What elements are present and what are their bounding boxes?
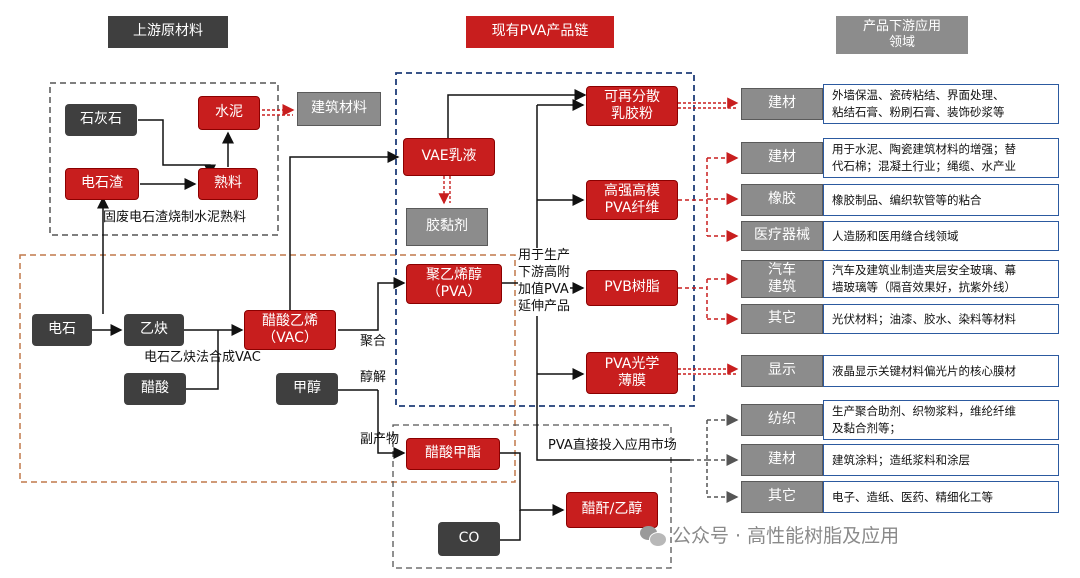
app-field: 其它 [741, 304, 823, 334]
node-anhydride-ethanol: 醋酐/乙醇 [566, 492, 658, 528]
node-co: CO [438, 522, 500, 556]
node-cement: 水泥 [198, 96, 260, 130]
app-field: 建材 [741, 444, 823, 476]
app-field: 医疗器械 [741, 221, 823, 251]
app-description: 橡胶制品、编织软管等的粘合 [823, 184, 1059, 216]
node-methanol: 甲醇 [276, 373, 338, 405]
node-clinker: 熟料 [198, 168, 258, 200]
app-description: 光伏材料；油漆、胶水、染料等材料 [823, 304, 1059, 334]
label-cement-clinker: 固废电石渣烧制水泥熟料 [103, 210, 247, 225]
node-pva-optical-film: PVA光学 薄膜 [586, 352, 678, 394]
node-adhesive: 胶黏剂 [406, 208, 488, 246]
app-description: 液晶显示关键材料偏光片的核心膜材 [823, 355, 1059, 387]
label-vac-synthesis: 电石乙炔法合成VAC [144, 350, 261, 365]
app-description: 用于水泥、陶瓷建筑材料的增强；替 代石棉；混凝土行业；绳缆、水产业 [823, 138, 1059, 178]
app-field: 建材 [741, 88, 823, 120]
byproduct-region-frame [392, 424, 672, 569]
wechat-icon [640, 524, 667, 547]
app-description: 生产聚合助剂、织物浆料，维纶纤维 及黏合剂等； [823, 400, 1059, 440]
node-methyl-acetate: 醋酸甲酯 [406, 438, 500, 470]
node-acetylene: 乙炔 [124, 314, 184, 346]
label-polymerization: 聚合 [360, 334, 387, 349]
node-pvb-resin: PVB树脂 [586, 270, 678, 306]
label-downstream-use: 用于生产 下游高附 加值PVA 延伸产品 [518, 248, 571, 316]
label-alcoholysis: 醇解 [360, 370, 387, 385]
node-vae-emulsion: VAE乳液 [403, 138, 495, 176]
header-downstream: 产品下游应用 领域 [836, 16, 968, 54]
app-field: 纺织 [741, 404, 823, 436]
app-field: 显示 [741, 355, 823, 387]
node-limestone: 石灰石 [65, 104, 137, 136]
vac-region-frame [19, 254, 516, 483]
watermark-text: 公众号 · 高性能树脂及应用 [672, 525, 900, 547]
label-direct-market: PVA直接投入应用市场 [548, 438, 677, 455]
node-pva: 聚乙烯醇 （PVA） [406, 264, 502, 304]
header-pva-chain: 现有PVA产品链 [466, 16, 614, 48]
app-description: 外墙保温、瓷砖粘结、界面处理、 粘结石膏、粉刷石膏、装饰砂浆等 [823, 84, 1059, 124]
pva-chain-frame [395, 72, 695, 407]
app-description: 电子、造纸、医药、精细化工等 [823, 481, 1059, 513]
label-byproduct: 副产物 [360, 432, 400, 447]
header-upstream: 上游原材料 [108, 16, 228, 48]
node-vac: 醋酸乙烯 （VAC） [244, 310, 336, 350]
node-building-materials: 建筑材料 [297, 92, 381, 126]
app-field: 汽车 建筑 [741, 260, 823, 298]
cement-region-frame [49, 82, 279, 236]
app-description: 人造肠和医用缝合线领域 [823, 221, 1059, 251]
app-description: 建筑涂料；造纸浆料和涂层 [823, 444, 1059, 476]
node-calcium-carbide: 电石 [32, 314, 92, 346]
app-field: 建材 [741, 142, 823, 174]
node-pva-fiber: 高强高模 PVA纤维 [586, 180, 678, 220]
node-redispersible-powder: 可再分散 乳胶粉 [586, 86, 678, 126]
app-field: 其它 [741, 481, 823, 513]
wechat-watermark: 公众号 · 高性能树脂及应用 [640, 521, 899, 548]
app-field: 橡胶 [741, 184, 823, 216]
app-description: 汽车及建筑业制造夹层安全玻璃、幕 墙玻璃等（隔音效果好，抗紫外线） [823, 260, 1059, 298]
node-carbide-slag: 电石渣 [65, 168, 139, 200]
node-acetic-acid: 醋酸 [124, 373, 186, 405]
